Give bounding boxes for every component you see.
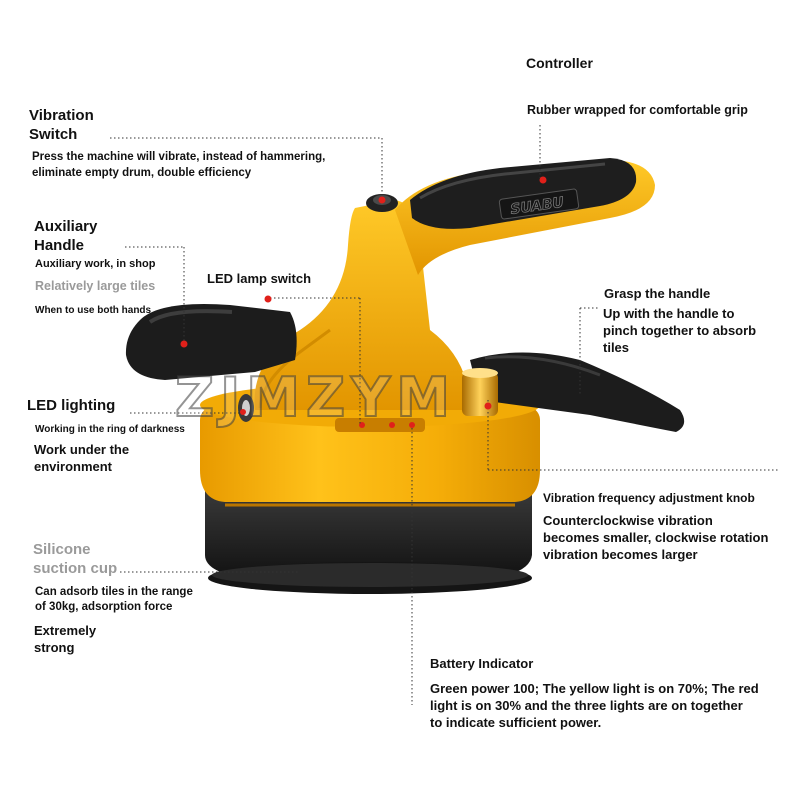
aux-handle-title-2: Handle bbox=[34, 237, 85, 254]
auxiliary-handle bbox=[125, 304, 297, 380]
vibration-desc-1: Press the machine will vibrate, instead … bbox=[32, 151, 326, 163]
aux-handle-title-1: Auxiliary bbox=[34, 218, 98, 235]
cup-desc-4: strong bbox=[34, 640, 75, 655]
aux-desc-2: Relatively large tiles bbox=[35, 279, 156, 293]
grasp-desc-2: pinch together to absorb bbox=[603, 323, 757, 338]
vibration-switch-title-2: Switch bbox=[29, 126, 78, 143]
led-desc-3: environment bbox=[34, 459, 113, 474]
suction-cup-title-1: Silicone bbox=[33, 541, 91, 558]
cup-desc-1: Can adsorb tiles in the range bbox=[35, 586, 193, 598]
grasp-desc-1: Up with the handle to bbox=[603, 306, 735, 321]
led-desc-1: Working in the ring of darkness bbox=[35, 424, 185, 435]
battery-desc-1: Green power 100; The yellow light is on … bbox=[430, 681, 759, 696]
battery-desc-3: to indicate sufficient power. bbox=[430, 715, 602, 730]
vibration-switch-title-1: Vibration bbox=[29, 107, 94, 124]
knob-desc-3: vibration becomes larger bbox=[543, 547, 698, 562]
leader-lines bbox=[110, 125, 780, 705]
battery-title: Battery Indicator bbox=[430, 656, 534, 671]
cup-desc-2: of 30kg, adsorption force bbox=[35, 601, 173, 613]
knob-desc-1: Counterclockwise vibration bbox=[543, 513, 713, 528]
led-desc-2: Work under the bbox=[34, 442, 130, 457]
aux-desc-3: When to use both hands bbox=[35, 305, 152, 316]
grasp-desc-3: tiles bbox=[603, 340, 630, 355]
battery-indicator-panel bbox=[335, 418, 425, 432]
cup-desc-3: Extremely bbox=[34, 623, 97, 638]
watermark: ZJMZYM bbox=[174, 365, 456, 430]
aux-desc-1: Auxiliary work, in shop bbox=[35, 258, 156, 270]
battery-desc-2: light is on 30% and the three lights are… bbox=[430, 698, 743, 713]
suction-cup-title-2: suction cup bbox=[33, 560, 118, 577]
led-lighting-title: LED lighting bbox=[27, 397, 116, 414]
main-handle: SUABU bbox=[395, 158, 655, 275]
controller-title: Controller bbox=[526, 55, 593, 71]
controller-desc: Rubber wrapped for comfortable grip bbox=[527, 103, 748, 117]
grasp-lever bbox=[470, 352, 685, 432]
suction-cup bbox=[205, 488, 532, 594]
vibration-desc-2: eliminate empty drum, double efficiency bbox=[32, 167, 252, 179]
grasp-title: Grasp the handle bbox=[604, 286, 711, 301]
knob-desc-2: becomes smaller, clockwise rotation bbox=[543, 530, 769, 545]
frequency-knob bbox=[462, 368, 498, 416]
red-markers bbox=[180, 176, 547, 415]
led-switch-title: LED lamp switch bbox=[207, 271, 312, 286]
knob-title: Vibration frequency adjustment knob bbox=[543, 491, 755, 505]
